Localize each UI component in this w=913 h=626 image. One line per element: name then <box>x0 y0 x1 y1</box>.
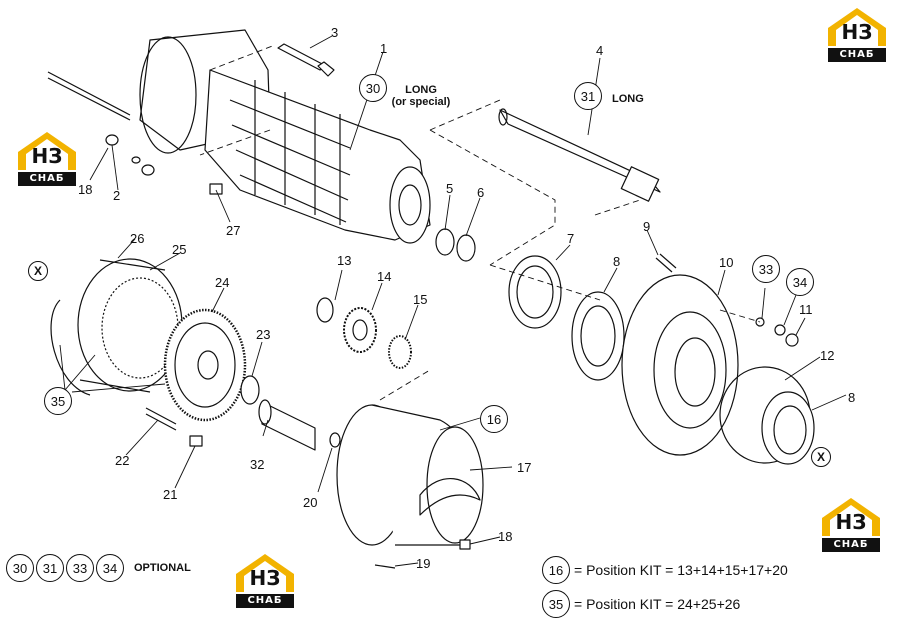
bearing-8-right <box>761 391 815 465</box>
circled-ref-33: 33 <box>752 255 780 283</box>
part-label-20: 20 <box>303 495 318 510</box>
watermark-logo: НЗ СНАБ <box>16 130 78 188</box>
x-marker-left: X <box>28 261 48 281</box>
part-label-32: 32 <box>250 457 265 472</box>
bolt-22 <box>145 407 177 431</box>
part-label-6: 6 <box>477 185 485 200</box>
part-label-10: 10 <box>719 255 734 270</box>
washer-23 <box>240 375 260 405</box>
part-label-4: 4 <box>596 43 604 58</box>
ring-5 <box>435 228 455 256</box>
part-label-24: 24 <box>215 275 230 290</box>
legend-kit-35: 35 = Position KIT = 24+25+26 <box>542 590 740 618</box>
screw-19 <box>374 564 396 569</box>
circled-ref-16: 16 <box>480 405 508 433</box>
note-long-special: LONG (or special) <box>391 84 451 109</box>
legend-text-16: = Position KIT = 13+14+15+17+20 <box>574 562 788 578</box>
plug-27 <box>209 183 223 195</box>
watermark-logo: НЗ СНАБ <box>820 496 882 554</box>
alignment-lines <box>199 44 761 401</box>
circled-ref-35: 35 <box>44 387 72 415</box>
circled-ref-30: 30 <box>359 74 387 102</box>
x-marker-right: X <box>811 447 831 467</box>
stud-bolt <box>277 43 335 77</box>
part-label-13: 13 <box>337 253 352 268</box>
part-label-26: 26 <box>130 231 145 246</box>
ring-gear <box>77 258 183 393</box>
planet-gear-14 <box>343 307 377 353</box>
drive-shaft <box>498 108 661 202</box>
part-label-15: 15 <box>413 292 428 307</box>
part-label-27: 27 <box>226 223 241 238</box>
circled-ref-34: 34 <box>786 268 814 296</box>
part-label-5: 5 <box>446 181 454 196</box>
optional-label: OPTIONAL <box>134 561 191 574</box>
part-label-8: 8 <box>613 254 621 269</box>
part-label-18-bottom: 18 <box>498 529 513 544</box>
part-label-25: 25 <box>172 242 187 257</box>
wheel-hub <box>621 274 739 456</box>
legend-text-35: = Position KIT = 24+25+26 <box>574 596 741 612</box>
optional-item-31: 31 <box>36 554 64 582</box>
part-label-2: 2 <box>113 188 121 203</box>
planet-carrier-gear <box>163 308 247 422</box>
washer-20 <box>329 432 341 448</box>
part-label-21: 21 <box>163 487 178 502</box>
axle-housing <box>139 29 431 244</box>
circlip-26 <box>50 299 91 396</box>
bearing-8 <box>571 291 625 381</box>
ring-6 <box>456 234 476 262</box>
note-long: LONG <box>612 93 644 105</box>
part-label-19: 19 <box>416 556 431 571</box>
circlip-13 <box>316 297 334 323</box>
needle-bearing-15 <box>388 335 412 369</box>
part-label-11: 11 <box>799 302 813 317</box>
part-label-1: 1 <box>380 41 388 56</box>
optional-item-30: 30 <box>6 554 34 582</box>
optional-row: 30 31 33 34 OPTIONAL <box>6 554 191 582</box>
washer-34 <box>774 324 786 336</box>
part-label-23: 23 <box>256 327 271 342</box>
optional-item-33: 33 <box>66 554 94 582</box>
legend-kit-16: 16 = Position KIT = 13+14+15+17+20 <box>542 556 788 584</box>
washer-33 <box>755 317 765 327</box>
watermark-logo: НЗ СНАБ <box>234 552 296 610</box>
part-label-9: 9 <box>643 219 651 234</box>
part-label-3: 3 <box>331 25 339 40</box>
sun-gear-32 <box>258 399 316 451</box>
legend-ref-16: 16 <box>542 556 570 584</box>
optional-item-34: 34 <box>96 554 124 582</box>
nut-21 <box>189 435 203 447</box>
plug-18-lower <box>459 539 471 550</box>
planetary-cover <box>336 404 484 546</box>
legend-ref-35: 35 <box>542 590 570 618</box>
part-label-22: 22 <box>115 453 130 468</box>
part-label-7: 7 <box>567 231 575 246</box>
long-stud <box>47 71 131 121</box>
watermark-logo: НЗ СНАБ <box>826 6 888 64</box>
part-label-8-right: 8 <box>848 390 856 405</box>
wheel-stud-9 <box>655 253 677 273</box>
nut-11 <box>785 333 799 347</box>
part-label-17: 17 <box>517 460 532 475</box>
circled-ref-31: 31 <box>574 82 602 110</box>
part-label-12: 12 <box>820 348 835 363</box>
part-label-14: 14 <box>377 269 392 284</box>
part-label-18-left: 18 <box>78 182 93 197</box>
